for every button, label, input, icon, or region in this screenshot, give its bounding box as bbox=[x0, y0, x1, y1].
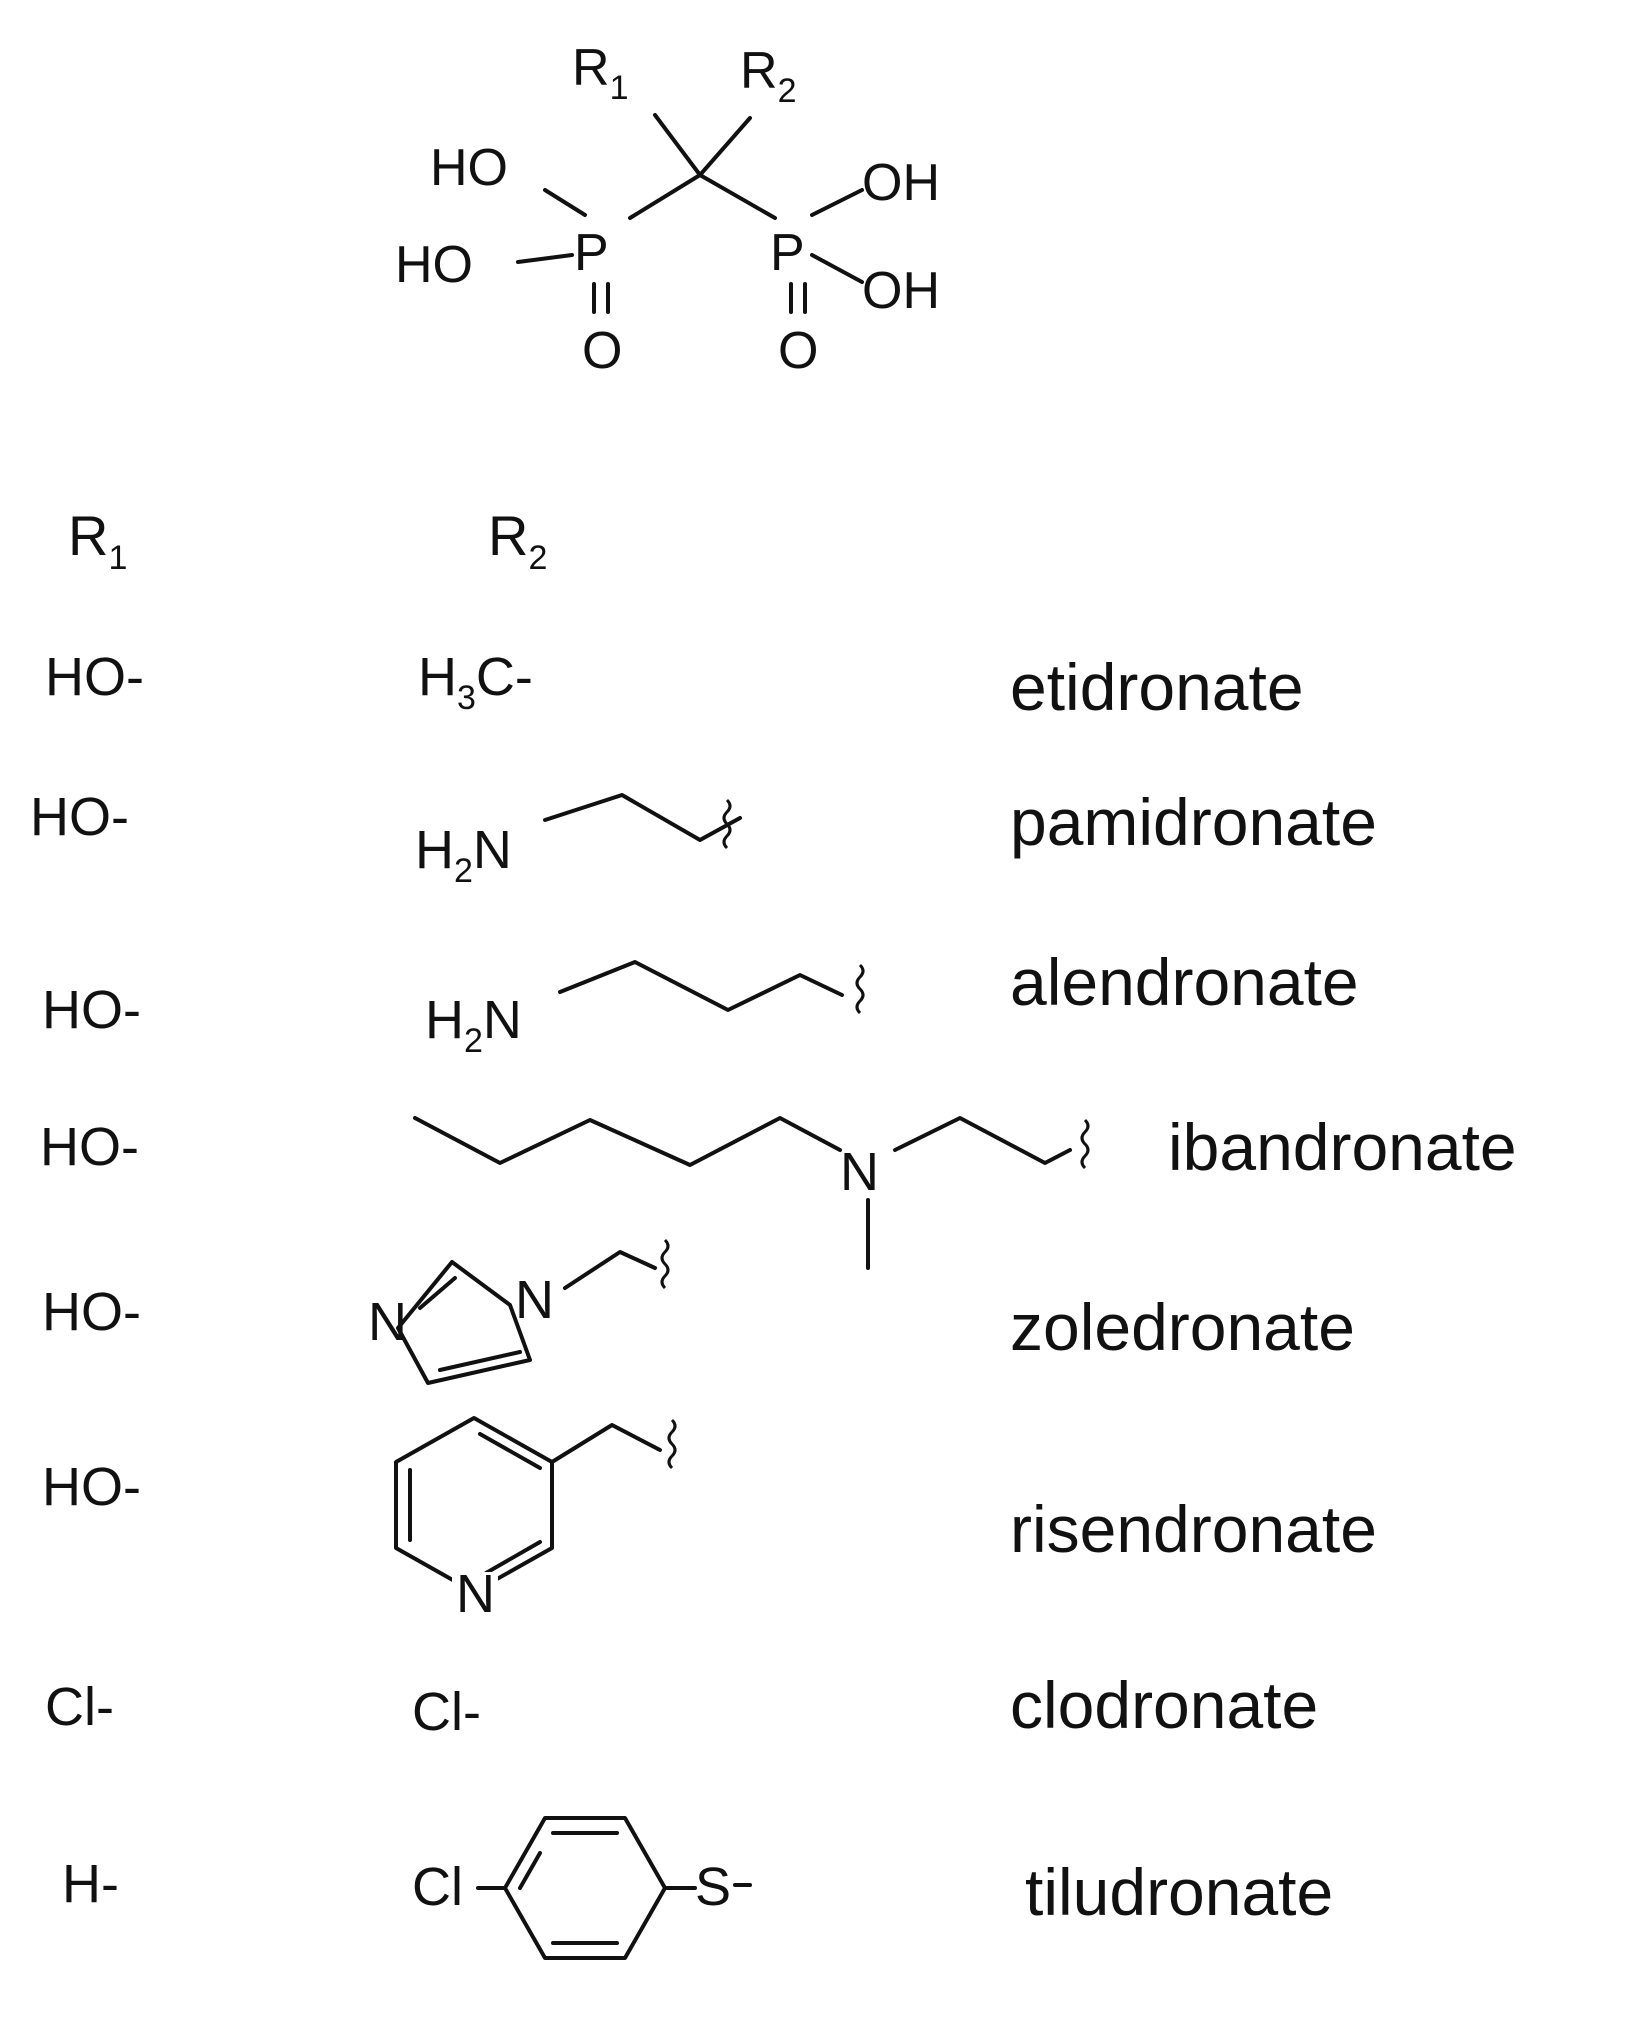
row-clodronate: Cl- Cl- clodronate bbox=[45, 1668, 1318, 1742]
bond-p-oh-top bbox=[810, 188, 864, 217]
compound-name: risendronate bbox=[1010, 1492, 1377, 1566]
wavy-bond bbox=[660, 1238, 670, 1290]
row-r1: H- bbox=[62, 1854, 119, 1914]
bond-c-r2 bbox=[698, 116, 752, 177]
imidazole-ring-bonds bbox=[396, 1260, 532, 1385]
core-o-right: O bbox=[778, 322, 818, 380]
imidazole-double-bond-a bbox=[438, 1350, 522, 1372]
row-r1: Cl- bbox=[45, 1677, 114, 1737]
chain-bonds bbox=[543, 793, 742, 842]
core-o-left: O bbox=[582, 322, 622, 380]
bond-p-ho-top bbox=[543, 188, 587, 217]
compound-name: alendronate bbox=[1010, 945, 1359, 1019]
bond-p-ho-mid bbox=[516, 253, 574, 264]
wavy-bond bbox=[855, 963, 865, 1015]
wavy-bond bbox=[722, 798, 732, 850]
core-r2-label: R2 bbox=[740, 42, 796, 110]
wavy-bond bbox=[1080, 1118, 1090, 1170]
benzene-ring-bonds bbox=[503, 1816, 667, 1960]
row-r2-nitrogen: N bbox=[840, 1142, 879, 1202]
row-ibandronate: HO- N ibandronate bbox=[40, 1110, 1517, 1270]
row-r2-methyl: H3C- bbox=[418, 647, 533, 717]
row-zoledronate: HO- N N zoledronate bbox=[42, 1238, 1355, 1385]
methylene-bond bbox=[563, 1250, 657, 1290]
bond-p-oh-bottom bbox=[810, 253, 864, 284]
row-r1: HO- bbox=[42, 980, 141, 1040]
bond-c-p-right bbox=[698, 173, 777, 220]
row-risendronate: HO- N risendronate bbox=[42, 1416, 1377, 1624]
compound-name: pamidronate bbox=[1010, 785, 1377, 859]
row-r1: HO- bbox=[40, 1117, 139, 1177]
compound-name: clodronate bbox=[1010, 1668, 1318, 1742]
compound-name: ibandronate bbox=[1168, 1110, 1517, 1184]
compound-name: tiludronate bbox=[1025, 1855, 1333, 1929]
row-alendronate: HO- H2N alendronate bbox=[42, 945, 1359, 1060]
row-r2-amine: H2N bbox=[425, 990, 522, 1060]
core-structure: R1 R2 HO HO P P O O OH OH bbox=[395, 39, 940, 380]
header-r2: R2 bbox=[488, 504, 547, 577]
row-etidronate: HO- H3C- etidronate bbox=[45, 647, 1304, 724]
core-oh-bottom: OH bbox=[862, 262, 940, 320]
methylene-bond bbox=[550, 1423, 662, 1464]
row-r2-sulfur: S bbox=[695, 1857, 731, 1917]
header-r1: R1 bbox=[68, 504, 127, 577]
wavy-bond bbox=[667, 1418, 677, 1470]
row-r2-nitrogen-b: N bbox=[515, 1270, 554, 1330]
benzene-double-bond-c bbox=[518, 1851, 542, 1890]
ethyl-chain-bonds bbox=[893, 1116, 1072, 1165]
bond-c-r1 bbox=[653, 113, 702, 177]
row-r2-chloro: Cl bbox=[412, 1857, 463, 1917]
chain-bonds bbox=[558, 960, 844, 1012]
row-r1: HO- bbox=[42, 1282, 141, 1342]
row-r1: HO- bbox=[42, 1457, 141, 1517]
row-r2-nitrogen-a: N bbox=[368, 1292, 407, 1352]
core-r1-label: R1 bbox=[572, 39, 628, 107]
row-r1: HO- bbox=[30, 787, 129, 847]
core-ho-mid: HO bbox=[395, 236, 473, 294]
row-r2-amine: H2N bbox=[415, 820, 512, 890]
row-tiludronate: H- Cl S tiludronate bbox=[62, 1816, 1333, 1960]
compound-name: zoledronate bbox=[1010, 1290, 1355, 1364]
imidazole-double-bond-b bbox=[418, 1276, 457, 1310]
row-pamidronate: HO- H2N pamidronate bbox=[30, 785, 1377, 890]
pyridine-double-bond-b bbox=[478, 1432, 542, 1470]
core-ho-top: HO bbox=[430, 139, 508, 197]
row-r1: HO- bbox=[45, 647, 144, 707]
bond-c-p-left bbox=[628, 173, 702, 220]
core-p-left: P bbox=[574, 224, 609, 282]
compound-name: etidronate bbox=[1010, 650, 1304, 724]
core-p-right: P bbox=[770, 224, 805, 282]
pyridine-double-bond-c bbox=[484, 1540, 542, 1575]
core-oh-top: OH bbox=[862, 154, 940, 212]
row-r2-chloro: Cl- bbox=[412, 1682, 481, 1742]
row-r2-nitrogen: N bbox=[456, 1564, 495, 1624]
pentyl-chain-bonds bbox=[413, 1116, 842, 1167]
nitrogen-mask bbox=[452, 1572, 498, 1618]
